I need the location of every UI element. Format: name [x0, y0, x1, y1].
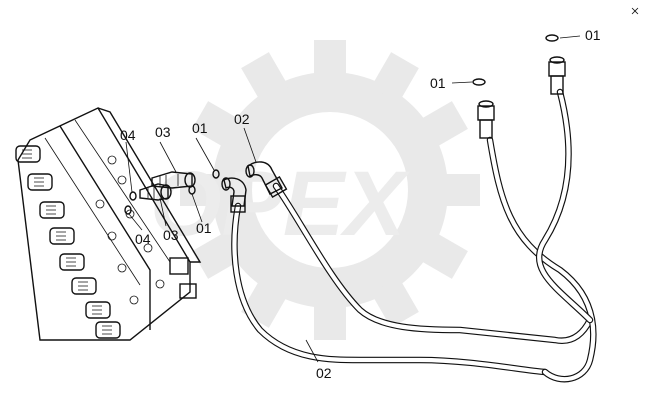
callout-o-ring-right-1: 01	[430, 75, 446, 91]
hose-assembly-left	[231, 182, 594, 376]
o-ring-right-2	[545, 34, 559, 42]
valve-ports	[95, 155, 197, 305]
corner-mark	[631, 7, 639, 15]
callout-o-ring-upper: 01	[192, 120, 208, 136]
callout-labels: 01 01 01 01 02 02 03 03 04 04	[120, 27, 601, 381]
o-ring-upper	[212, 169, 220, 179]
hose-assembly-right	[486, 88, 597, 383]
watermark-text: OPEX	[150, 153, 410, 255]
callout-o-ring-right-2: 01	[585, 27, 601, 43]
callout-seal-lower: 04	[135, 231, 151, 247]
callout-adapter-lower: 03	[163, 227, 179, 243]
valve-spool-caps	[15, 145, 121, 339]
hose-fitting-right-1	[477, 100, 495, 139]
hose-fitting-elbow-upper	[245, 161, 288, 199]
callout-o-ring-lower: 01	[196, 220, 212, 236]
seal-ring-04-lower	[124, 205, 132, 215]
leader-lines	[125, 35, 581, 363]
callout-hose-lower: 02	[316, 365, 332, 381]
watermark-gear	[180, 40, 480, 340]
hose-fitting-elbow-lower	[221, 177, 247, 213]
hose-fitting-right-2	[548, 56, 566, 95]
watermark: OPEX	[150, 40, 480, 340]
callout-seal-upper: 04	[120, 127, 136, 143]
o-ring-right-1	[472, 78, 486, 86]
adapter-lower	[139, 183, 172, 201]
seal-ring-04-upper	[129, 191, 137, 201]
callout-adapter-upper: 03	[155, 124, 171, 140]
callout-hose-upper: 02	[234, 111, 250, 127]
